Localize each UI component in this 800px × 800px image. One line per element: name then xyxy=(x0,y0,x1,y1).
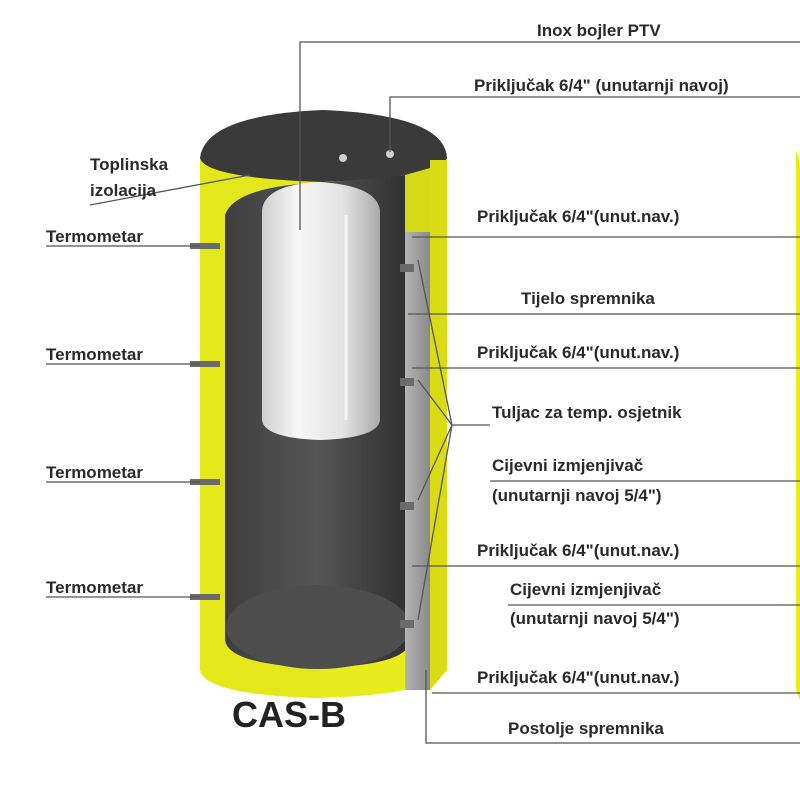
label-prikljucak-4: Priključak 6/4"(unut.nav.) xyxy=(477,668,679,687)
label-toplinska-2: izolacija xyxy=(90,181,157,200)
tank-wall-section xyxy=(405,160,447,690)
label-postolje: Postolje spremnika xyxy=(508,719,664,738)
label-izmjenjivac-2a: Cijevni izmjenjivač xyxy=(510,580,661,599)
wall-connections xyxy=(190,243,414,628)
label-tuljac: Tuljac za temp. osjetnik xyxy=(492,403,682,422)
label-izmjenjivac-1a: Cijevni izmjenjivač xyxy=(492,456,643,475)
label-prikljucak-1: Priključak 6/4"(unut.nav.) xyxy=(477,207,679,226)
label-termometar-2: Termometar xyxy=(46,345,143,364)
label-izmjenjivac-2b: (unutarnji navoj 5/4") xyxy=(510,609,680,628)
label-termometar-3: Termometar xyxy=(46,463,143,482)
leader-lines xyxy=(46,41,800,744)
label-prikljucak-2: Priključak 6/4"(unut.nav.) xyxy=(477,343,679,362)
label-inox-bojler: Inox bojler PTV xyxy=(537,21,661,40)
label-prikljucak-3: Priključak 6/4"(unut.nav.) xyxy=(477,541,679,560)
label-termometar-1: Termometar xyxy=(46,227,143,246)
label-prikljucak-top: Priključak 6/4" (unutarnji navoj) xyxy=(474,76,729,95)
tank-lid xyxy=(200,110,447,182)
second-tank-edge xyxy=(796,150,800,700)
label-tijelo: Tijelo spremnika xyxy=(521,289,655,308)
label-termometar-4: Termometar xyxy=(46,578,143,597)
model-name: CAS-B xyxy=(232,694,346,735)
inox-boiler xyxy=(262,182,380,440)
label-izmjenjivac-1b: (unutarnji navoj 5/4") xyxy=(492,486,662,505)
label-toplinska-1: Toplinska xyxy=(90,155,169,174)
